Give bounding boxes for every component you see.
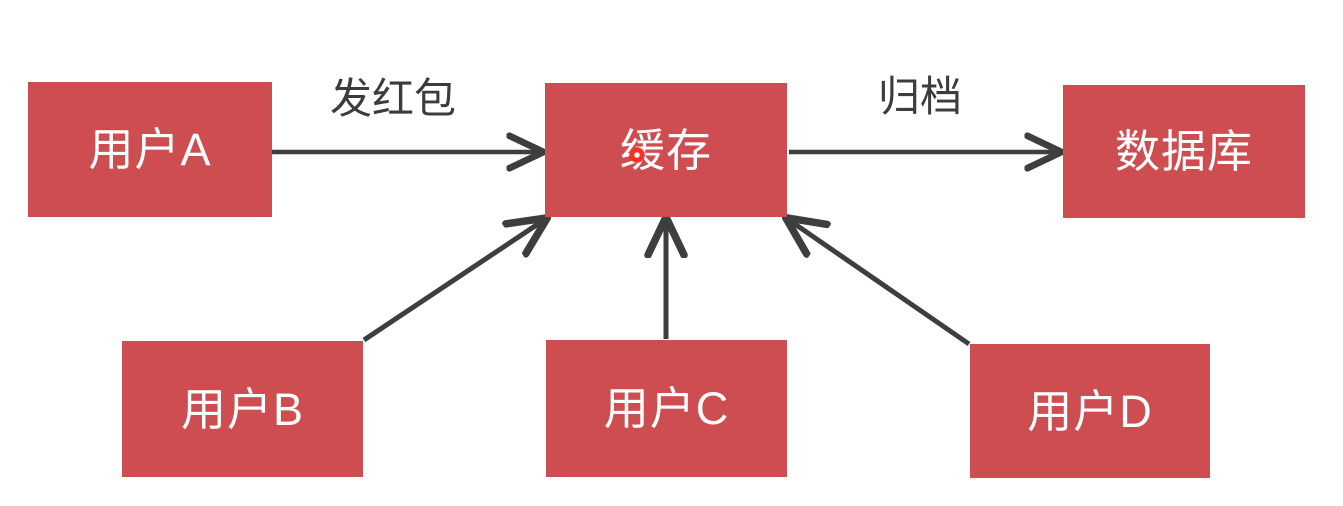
edge-label-archive: 归档 [878,73,963,120]
node-user-c[interactable]: 用户C [546,340,787,477]
node-user-d-label: 用户D [1027,385,1153,437]
node-cache[interactable]: 缓存 [545,83,787,217]
edge-user-d-to-cache [789,220,971,347]
node-user-b-label: 用户B [180,383,304,435]
node-database-label: 数据库 [1114,126,1253,177]
edge-label-send-red-packet: 发红包 [330,75,457,122]
node-user-a-label: 用户A [88,124,212,175]
node-cache-label: 缓存 [619,124,712,176]
node-user-c-label: 用户C [603,383,730,434]
node-user-d[interactable]: 用户D [970,344,1210,478]
node-database[interactable]: 数据库 [1063,85,1305,218]
node-user-b[interactable]: 用户B [122,341,363,477]
node-user-a[interactable]: 用户A [28,82,272,217]
edge-user-b-to-cache [362,220,544,343]
